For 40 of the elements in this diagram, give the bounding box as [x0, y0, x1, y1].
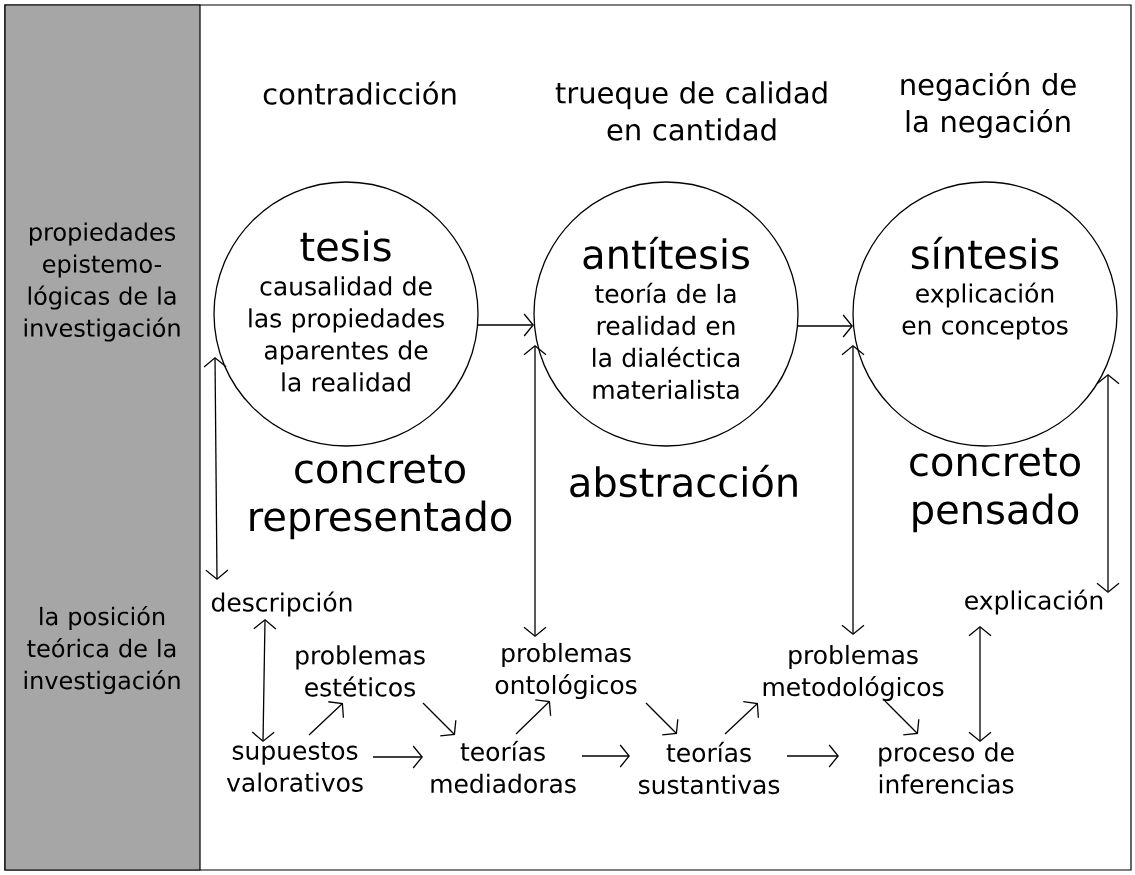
stage-label: concreto representado	[250, 454, 512, 540]
term-label: problemas metodológicos	[763, 644, 944, 702]
term-label: descripción	[211, 591, 352, 617]
arrow	[203, 357, 229, 580]
circle-text: teoría de la realidad en la dialéctica materialista	[593, 282, 740, 400]
law-label: trueque de calidad en cantidad	[555, 81, 827, 141]
arrow	[581, 744, 630, 768]
arrow	[884, 700, 920, 736]
stage-label: abstracción	[570, 464, 797, 498]
band-label: propiedades epistemo- lógicas de la investigación	[24, 222, 180, 342]
arrow	[523, 345, 547, 637]
arrow	[1096, 374, 1120, 593]
arrow	[372, 745, 423, 769]
circle-title: síntesis	[911, 236, 1059, 270]
arrow	[645, 702, 679, 736]
term-label: problemas ontológicos	[495, 642, 637, 700]
arrow	[476, 313, 534, 337]
arrow	[515, 699, 552, 735]
law-label: contradicción	[263, 81, 456, 105]
circle-title: antítesis	[583, 236, 749, 270]
term-label: proceso de inferencias	[879, 742, 1014, 794]
band-label: la posición teórica de la investigación	[24, 605, 180, 695]
term-label: supuestos valorativos	[226, 742, 363, 792]
term-label: teorías sustantivas	[639, 741, 780, 795]
circle-text: causalidad de las propiedades aparentes de la realidad	[249, 276, 444, 392]
arrow	[422, 702, 457, 737]
term-label: explicación	[965, 589, 1103, 615]
circle-title: tesis	[300, 230, 391, 262]
circle-text: explicación en conceptos	[902, 282, 1068, 340]
arrow	[308, 701, 345, 736]
arrow	[968, 626, 992, 742]
arrow	[251, 619, 277, 742]
law-label: negación de la negación	[901, 71, 1076, 139]
term-label: teorías mediadoras	[431, 740, 576, 794]
arrow	[841, 345, 865, 635]
arrow	[797, 314, 853, 338]
arrow	[786, 744, 839, 768]
stage-label: concreto pensado	[910, 447, 1080, 533]
arrow	[724, 701, 759, 735]
term-label: problemas estéticos	[296, 645, 425, 697]
